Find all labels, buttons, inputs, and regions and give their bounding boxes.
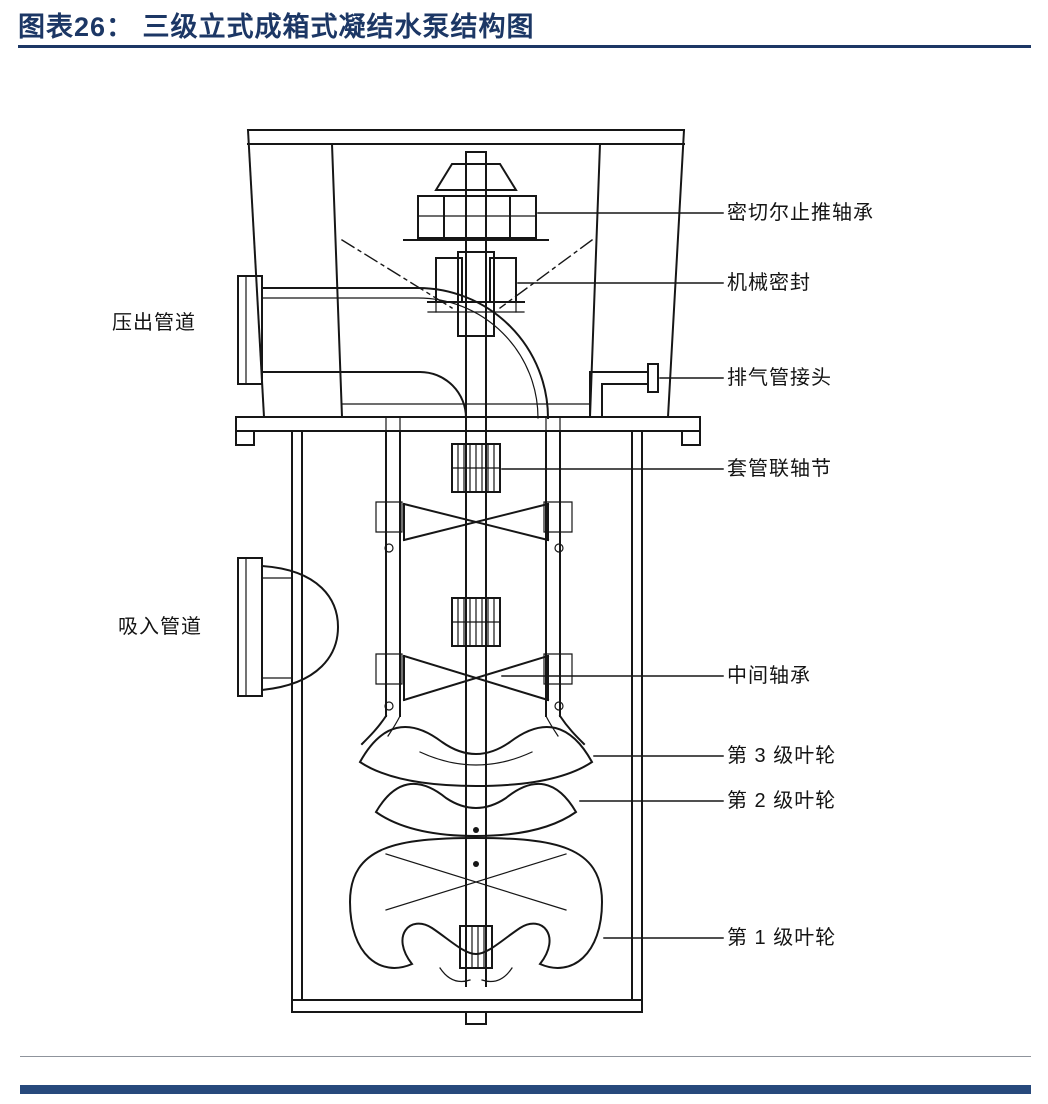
label-stage1-impeller: 第 1 级叶轮 <box>727 927 837 949</box>
exhaust-pipe-connector <box>589 363 659 418</box>
mechanical-seal-assembly <box>427 257 525 313</box>
upper-diffuser <box>375 501 573 553</box>
suction-nozzle <box>237 557 340 697</box>
label-intermediate-bearing: 中间轴承 <box>727 665 811 687</box>
leader-lines <box>501 212 724 939</box>
label-exhaust-connector: 排气管接头 <box>727 367 832 389</box>
discharge-elbow <box>237 275 550 420</box>
label-stage2-impeller: 第 2 级叶轮 <box>727 790 837 812</box>
impeller-stages <box>348 726 604 983</box>
barrel-casing <box>291 430 643 1025</box>
figure-title: 图表26： 三级立式成箱式凝结水泵结构图 <box>18 12 535 42</box>
label-suction-pipe: 吸入管道 <box>118 616 202 638</box>
lower-diffuser <box>375 653 573 711</box>
motor-stand <box>235 128 701 446</box>
label-stage3-impeller: 第 3 级叶轮 <box>727 745 837 767</box>
label-mechanical-seal: 机械密封 <box>727 272 811 294</box>
pump-column <box>360 416 586 746</box>
label-sleeve-coupling: 套管联轴节 <box>727 458 832 480</box>
bottom-divider-line <box>20 1056 1031 1057</box>
sleeve-coupling-block <box>451 443 501 493</box>
label-discharge-pipe: 压出管道 <box>112 312 196 334</box>
pump-shaft <box>457 151 495 987</box>
label-thrust-bearing: 密切尔止推轴承 <box>727 202 874 224</box>
footer-bar <box>20 1085 1031 1094</box>
title-rule <box>18 45 1031 48</box>
intermediate-bearing-block <box>451 597 501 647</box>
thrust-bearing-assembly <box>403 163 549 241</box>
